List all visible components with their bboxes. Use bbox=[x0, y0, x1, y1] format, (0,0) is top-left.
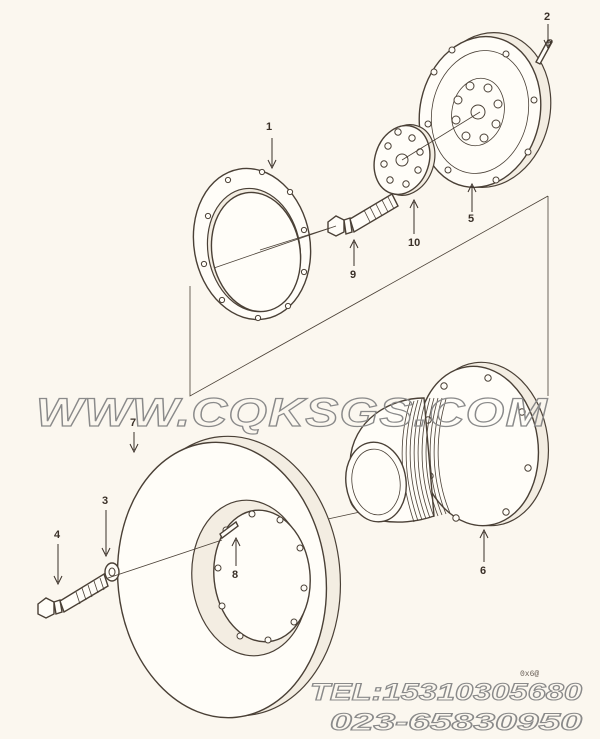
crankshaft-adapter-part-6 bbox=[345, 361, 550, 527]
callout-3: 3 bbox=[101, 495, 111, 558]
svg-text:9: 9 bbox=[350, 269, 356, 281]
svg-text:5: 5 bbox=[468, 213, 474, 225]
watermark-tel: TEL:15310305680 bbox=[310, 679, 583, 706]
capscrew-part-4 bbox=[37, 572, 109, 619]
svg-text:3: 3 bbox=[102, 495, 108, 507]
bolt-axis-line bbox=[107, 539, 223, 579]
callout-1: 1 bbox=[266, 121, 277, 170]
gasket-ring-part-1 bbox=[192, 167, 312, 322]
capscrew-part-9 bbox=[327, 193, 399, 237]
washer-part-3 bbox=[104, 562, 120, 582]
callout-7: 7 bbox=[129, 417, 139, 454]
vibration-damper-part-7 bbox=[116, 435, 342, 719]
svg-text:2: 2 bbox=[544, 11, 550, 23]
watermark-site: WWW.CQKSGS.COM bbox=[36, 391, 549, 435]
callout-6: 6 bbox=[479, 528, 489, 577]
svg-text:7: 7 bbox=[130, 417, 136, 429]
svg-text:4: 4 bbox=[54, 529, 61, 541]
svg-text:10: 10 bbox=[408, 237, 420, 249]
svg-text:8: 8 bbox=[232, 569, 238, 581]
callout-8: 8 bbox=[231, 536, 241, 581]
callout-4: 4 bbox=[53, 529, 63, 586]
watermark-phone: 023-65830950 bbox=[330, 709, 583, 736]
reference-code: 0x6@ bbox=[520, 670, 539, 679]
svg-text:1: 1 bbox=[266, 121, 272, 133]
callout-10: 10 bbox=[408, 198, 420, 249]
callout-5: 5 bbox=[467, 182, 477, 225]
svg-text:6: 6 bbox=[480, 565, 486, 577]
callout-2: 2 bbox=[543, 11, 553, 50]
callout-9: 9 bbox=[349, 238, 359, 281]
dowel-pin-part-8 bbox=[219, 520, 239, 540]
dowel-pin-part-2 bbox=[535, 39, 553, 65]
